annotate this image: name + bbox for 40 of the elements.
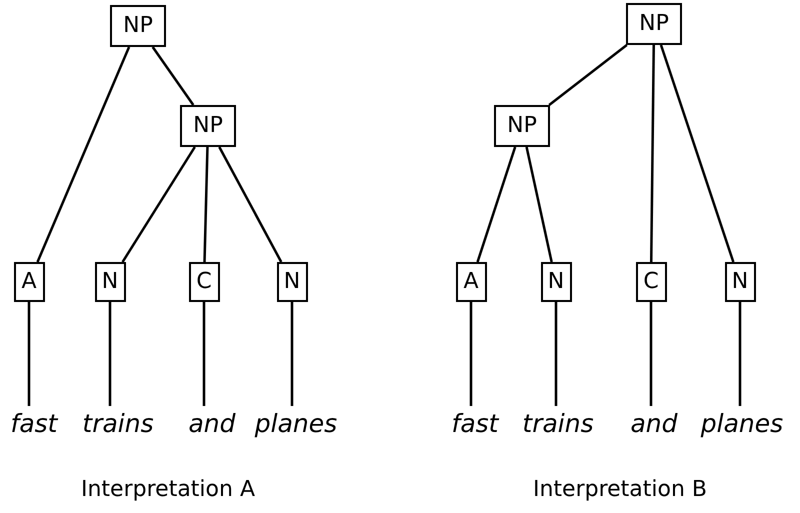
tree-branch-line <box>218 146 282 263</box>
category-box: C <box>636 262 666 302</box>
tree-branch-line <box>203 146 209 262</box>
category-box: N <box>540 262 572 302</box>
word-text: and <box>182 406 242 440</box>
category-box: NP <box>626 3 682 45</box>
tree-branch-line <box>470 302 472 406</box>
category-box: NP <box>110 5 166 47</box>
tree-branch-line <box>650 302 652 406</box>
tree-branch-line <box>36 46 130 262</box>
word-text: trains <box>76 406 160 440</box>
word-text: trains <box>516 406 600 440</box>
caption-text: Interpretation A <box>81 479 255 501</box>
tree-branch-line <box>108 302 112 406</box>
category-box: N <box>724 262 756 302</box>
category-box: N <box>94 262 126 302</box>
tree-branch-line <box>28 302 30 406</box>
tree-branch-line <box>650 44 655 262</box>
category-box: A <box>456 262 486 302</box>
caption-text: Interpretation B <box>532 479 708 501</box>
tree-branch-line <box>738 302 742 406</box>
category-box: NP <box>180 105 236 147</box>
tree-branch-line <box>202 302 206 406</box>
tree-branch-line <box>548 44 628 106</box>
category-box: N <box>276 262 308 302</box>
word-text: planes <box>246 406 346 440</box>
category-box: C <box>188 262 220 302</box>
tree-branch-line <box>554 302 558 406</box>
tree-branch-line <box>525 146 553 262</box>
tree-branch-line <box>476 146 516 262</box>
category-box: NP <box>494 105 550 147</box>
tree-branch-line <box>660 44 735 262</box>
word-text: fast <box>7 406 61 440</box>
word-text: fast <box>448 406 502 440</box>
category-box: A <box>14 262 44 302</box>
tree-branch-line <box>290 302 294 406</box>
tree-branch-line <box>122 146 196 263</box>
word-text: planes <box>692 406 792 440</box>
tree-branch-line <box>152 46 194 106</box>
word-text: and <box>624 406 684 440</box>
